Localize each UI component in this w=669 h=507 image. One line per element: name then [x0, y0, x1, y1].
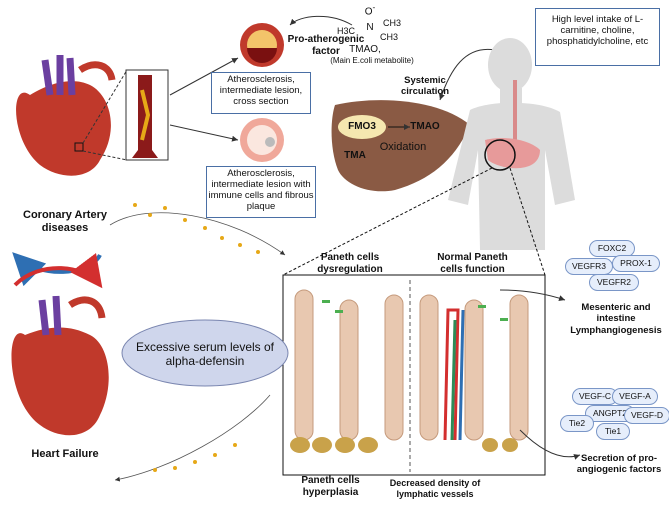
paneth-hyperplasia-label: Paneth cells hyperplasia: [301, 475, 360, 498]
alpha-defensin-label: Excessive serum levels of alpha-defensin: [135, 340, 275, 369]
factor-pill: PROX-1: [612, 255, 660, 272]
factor-pill: VEGF-A: [612, 388, 658, 405]
coronary-label: Coronary Artery diseases: [23, 209, 107, 235]
factor-pill: VEGF-D: [624, 407, 669, 424]
athero-immune-box: Atherosclerosis, intermediate lesion wit…: [206, 166, 316, 218]
secretion-label: Secretion of pro-angiogenic factors: [576, 453, 662, 476]
high-intake-box: High level intake of L-carnitine, cholin…: [535, 8, 660, 66]
heart-bottom-illustration: [11, 295, 109, 436]
tmao-liver-label: TMAO: [410, 121, 440, 132]
fmo3-label: FMO3: [348, 121, 376, 132]
chem-oxygen: O-: [364, 2, 376, 18]
oxidation-label: Oxidation: [379, 141, 427, 153]
mesenteric-label: Mesenteric and intestine Lymphangiogenes…: [570, 302, 662, 336]
chem-ch3-right-bottom: CH3: [379, 32, 398, 42]
decreased-density-label: Decreased density of lymphatic vessels: [389, 478, 481, 499]
tma-label: TMA: [344, 150, 366, 161]
tmao-sublabel: (Main E.coli metabolite): [330, 56, 414, 65]
chem-ch3-left: H3C: [336, 26, 355, 36]
chem-nitrogen: N: [366, 22, 374, 33]
normal-paneth-label: Normal Paneth cells function: [437, 252, 508, 275]
pro-atherogenic-label: Pro-atherogenic factor: [287, 34, 365, 57]
heart-top-illustration: [16, 55, 116, 176]
tmao-label: TMAO,: [349, 44, 381, 55]
athero-cross-box: Atherosclerosis, intermediate lesion, cr…: [211, 72, 311, 114]
heart-failure-label: Heart Failure: [31, 448, 99, 460]
factor-pill: FOXC2: [589, 240, 635, 257]
factor-pill: Tie1: [596, 423, 630, 440]
factor-pill: VEGFR2: [589, 274, 639, 291]
systemic-circulation-label: Systemic circulation: [400, 75, 450, 98]
paneth-dysregulation-label: Paneth cells dysregulation: [317, 252, 383, 275]
factor-pill: VEGFR3: [565, 258, 613, 275]
factor-pill: Tie2: [560, 415, 594, 432]
chem-ch3-right-top: CH3: [382, 18, 401, 28]
